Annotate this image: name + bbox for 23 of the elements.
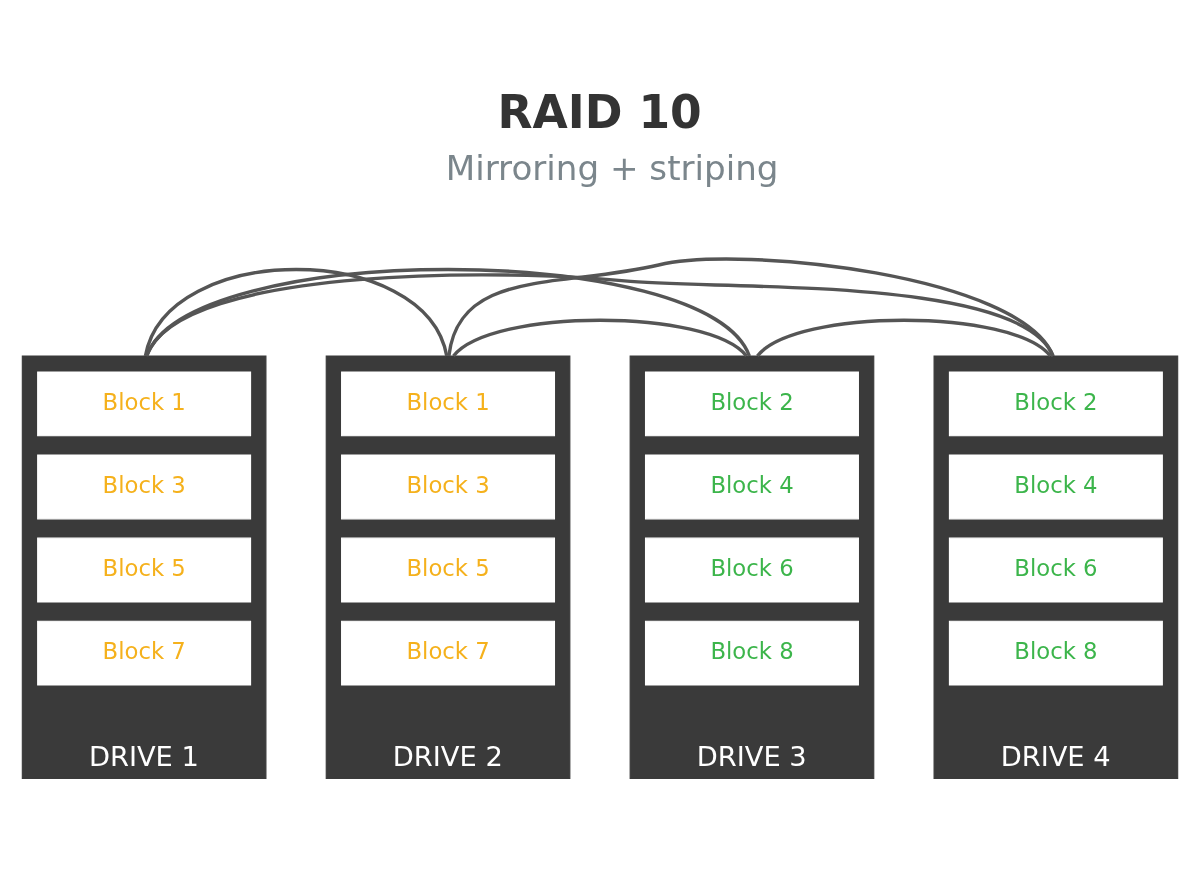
node-box: Block 3 [341, 454, 556, 520]
node-box: Block 2 [948, 371, 1163, 437]
node-box: Block 8 [948, 620, 1163, 686]
connector [447, 257, 1055, 357]
node-box: Block 4 [948, 454, 1163, 520]
node-box: Block 6 [948, 537, 1163, 603]
connector [756, 318, 1052, 358]
diagram-title: RAID 10 [497, 86, 702, 140]
node-box: Block 7 [37, 620, 252, 686]
connector [452, 318, 748, 358]
node-box: Block 3 [37, 454, 252, 520]
node-box: Block 2 [644, 371, 859, 437]
connector [143, 267, 449, 357]
label: Mirroring + striping [445, 147, 779, 188]
node-box: Block 1 [341, 371, 556, 437]
node-box: Block 5 [37, 537, 252, 603]
node-box: Block 1 [37, 371, 252, 437]
node-box: Block 5 [341, 537, 556, 603]
connector [145, 267, 751, 358]
node-box: Block 4 [644, 454, 859, 520]
node-box: Block 7 [341, 620, 556, 686]
node-box: Block 8 [644, 620, 859, 686]
node-box: Block 6 [644, 537, 859, 603]
